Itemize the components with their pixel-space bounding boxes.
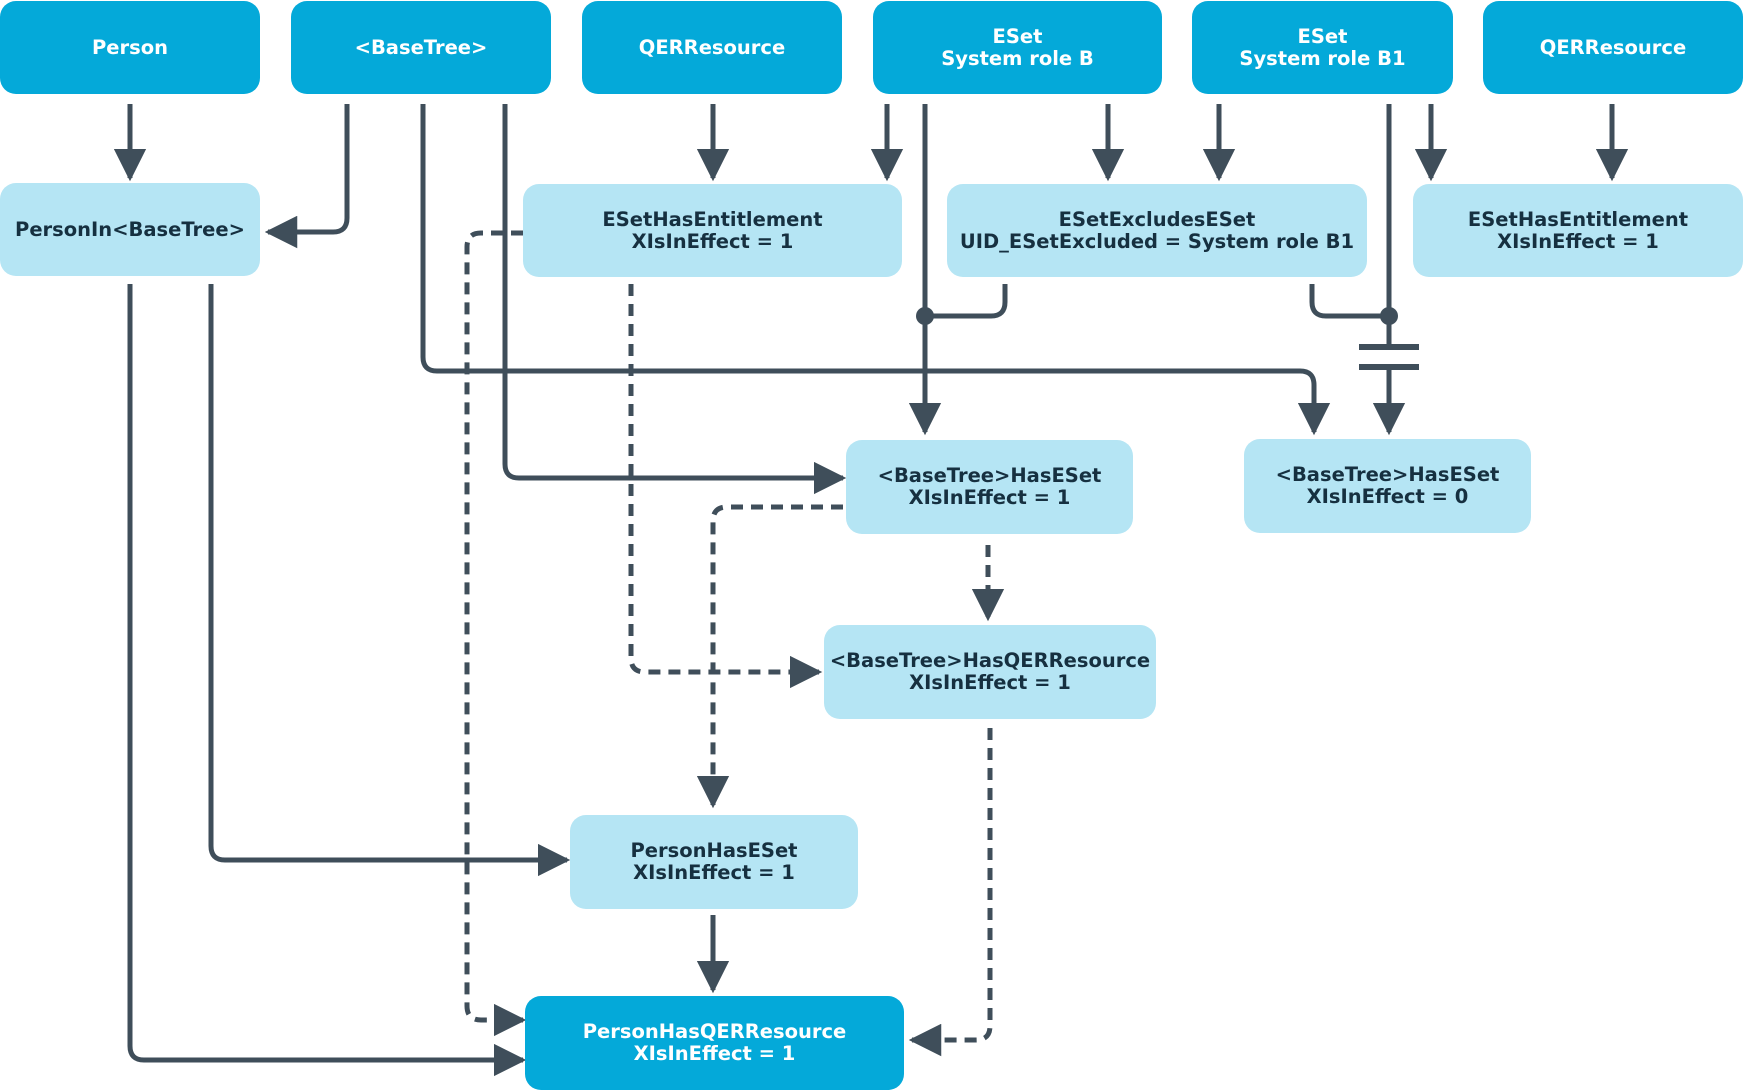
node-line: <BaseTree>HasESet — [1275, 463, 1500, 486]
node-qerresource-1[interactable]: QERResource — [582, 1, 842, 94]
node-line: System role B — [941, 46, 1094, 70]
node-line: XIsInEffect = 1 — [909, 671, 1071, 694]
node-line: PersonHasESet — [630, 839, 798, 862]
node-person-has-eset[interactable]: PersonHasESet XIsInEffect = 1 — [570, 815, 858, 909]
node-line: QERResource — [1539, 35, 1687, 59]
node-basetree-has-eset-1[interactable]: <BaseTree>HasESet XIsInEffect = 1 — [846, 440, 1133, 534]
node-basetree[interactable]: <BaseTree> — [291, 1, 551, 94]
junction-dot-left — [916, 307, 934, 325]
edge-dashed-basetreehaseset1-to-personhaseset — [696, 504, 843, 809]
node-basetree-has-eset-0[interactable]: <BaseTree>HasESet XIsInEffect = 0 — [1244, 439, 1531, 533]
node-line: System role B1 — [1239, 46, 1406, 70]
node-eset-excludes-eset[interactable]: ESetExcludesESet UID_ESetExcluded = Syst… — [947, 184, 1367, 277]
node-line: UID_ESetExcluded = System role B1 — [959, 229, 1355, 253]
edge-basetree-to-basetreehaseset0 — [420, 104, 1331, 436]
node-line: XIsInEffect = 1 — [908, 486, 1071, 509]
node-line: <BaseTree>HasESet — [877, 464, 1102, 487]
node-line: ESetHasEntitlement — [1467, 207, 1689, 231]
edge-personin-to-personhaseset — [208, 284, 571, 877]
node-eset-system-role-b[interactable]: ESet System role B — [873, 1, 1162, 94]
node-line: <BaseTree> — [354, 35, 488, 59]
node-person-in-basetree[interactable]: PersonIn<BaseTree> — [0, 183, 260, 276]
junction-dot-right — [1380, 307, 1398, 325]
node-eset-has-entitlement-1[interactable]: ESetHasEntitlement XIsInEffect = 1 — [523, 184, 902, 277]
node-line: ESet — [1297, 24, 1348, 48]
edge-basetree-to-basetreehaseset1 — [502, 104, 847, 495]
edge-esetexcludes-join-left — [925, 284, 1008, 319]
node-person[interactable]: Person — [0, 1, 260, 94]
node-eset-has-entitlement-2[interactable]: ESetHasEntitlement XIsInEffect = 1 — [1413, 184, 1743, 277]
edge-dashed-esethasentitlement-to-basetreehasqerresource — [628, 284, 823, 689]
node-person-has-qerresource[interactable]: PersonHasQERResource XIsInEffect = 1 — [525, 996, 904, 1090]
node-line: XIsInEffect = 1 — [1497, 229, 1659, 253]
edge-basetree-to-personin — [264, 104, 350, 249]
node-line: PersonIn<BaseTree> — [15, 217, 245, 241]
node-basetree-has-qerresource[interactable]: <BaseTree>HasQERResource XIsInEffect = 1 — [824, 625, 1156, 719]
edge-dashed-basetreehasqerresource-to-personhasqerresource — [908, 728, 993, 1057]
node-line: ESetHasEntitlement — [602, 207, 823, 231]
node-qerresource-2[interactable]: QERResource — [1483, 1, 1743, 94]
node-line: ESet — [992, 24, 1043, 48]
node-line: Person — [91, 35, 169, 59]
node-line: <BaseTree>HasQERResource — [829, 649, 1151, 672]
node-line: XIsInEffect = 0 — [1306, 485, 1469, 508]
node-line: ESetExcludesESet — [1058, 207, 1256, 231]
node-eset-system-role-b1[interactable]: ESet System role B1 — [1192, 1, 1453, 94]
edge-personin-to-personhasqerresource — [127, 284, 527, 1077]
edge-dashed-esethasentitlement-to-personhasqerresource — [464, 230, 527, 1037]
node-line: XIsInEffect = 1 — [633, 1042, 796, 1065]
node-line: XIsInEffect = 1 — [633, 861, 795, 884]
node-line: QERResource — [638, 35, 786, 59]
node-line: PersonHasQERResource — [582, 1020, 847, 1043]
node-line: XIsInEffect = 1 — [631, 229, 794, 253]
edge-esetexcludes-join-right — [1309, 284, 1389, 319]
